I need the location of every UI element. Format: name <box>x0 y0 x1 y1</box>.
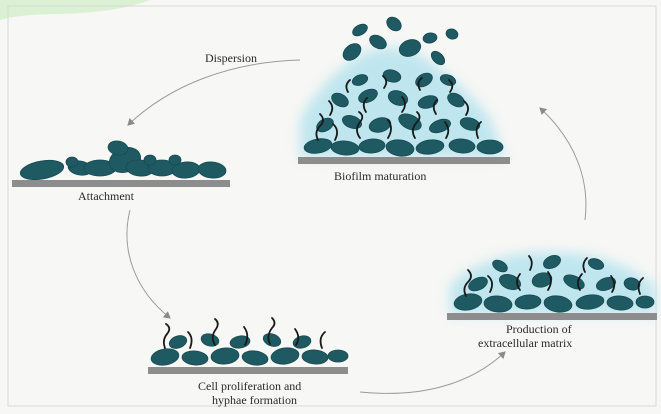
cell <box>636 296 654 308</box>
cell <box>197 161 226 179</box>
cell <box>351 22 370 39</box>
substrate-bar <box>12 180 230 187</box>
cell <box>292 334 312 350</box>
cell <box>302 349 329 365</box>
cell <box>384 14 404 33</box>
label-proliferation-line2: hyphae formation <box>212 394 297 407</box>
hypha <box>164 324 169 348</box>
label-proliferation-line1: Cell proliferation and <box>198 380 301 393</box>
cell <box>261 331 282 348</box>
stage-matrix-illustration <box>447 252 657 320</box>
corner-decoration <box>0 0 150 20</box>
cell <box>144 155 156 165</box>
arrow-matrix-to-maturation <box>540 108 586 220</box>
stage-maturation-illustration <box>298 14 510 164</box>
cell <box>270 346 300 366</box>
cell <box>167 333 188 350</box>
cell <box>150 347 180 368</box>
cell <box>169 155 181 165</box>
arrow-proliferation-to-matrix <box>360 352 505 393</box>
cell <box>477 140 503 154</box>
cell <box>328 350 348 362</box>
cell <box>181 350 208 366</box>
label-maturation: Biofilm maturation <box>334 170 426 183</box>
arrow-dispersion-to-attachment <box>128 60 300 125</box>
arrow-attachment-to-proliferation <box>127 210 170 318</box>
substrate-bar <box>447 313 657 320</box>
substrate-bar <box>148 367 348 374</box>
label-dispersion: Dispersion <box>205 52 257 65</box>
cell <box>445 27 460 41</box>
cell <box>422 32 438 44</box>
stage-proliferation-illustration <box>148 318 348 374</box>
hypha <box>188 332 192 348</box>
cell <box>200 332 220 348</box>
label-matrix-line2: extracellular matrix <box>478 337 572 350</box>
label-attachment: Attachment <box>78 190 134 203</box>
hypha <box>321 332 325 348</box>
stage-attachment-illustration <box>12 139 230 187</box>
cell <box>66 157 78 167</box>
cell <box>210 347 239 365</box>
cell <box>19 157 65 182</box>
cell <box>241 349 269 366</box>
substrate-bar <box>298 157 510 164</box>
label-matrix-line1: Production of <box>506 323 572 336</box>
